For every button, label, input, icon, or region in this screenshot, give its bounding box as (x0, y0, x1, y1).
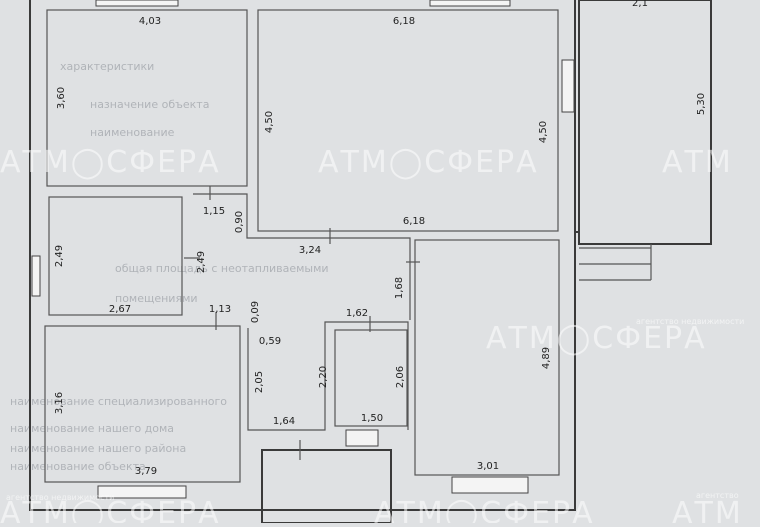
dim-mid-left-height-inner: 2,49 (196, 251, 207, 273)
watermark-bottom-left: АТМ◯СФЕРА (0, 496, 221, 523)
door-marks (184, 186, 420, 460)
rooms (44, 9, 652, 483)
dim-hall-height: 1,68 (394, 277, 405, 299)
watermarks: АТМ◯СФЕРА АТМ◯СФЕРА АТМ АТМ◯СФЕРА агентс… (0, 145, 744, 527)
room-bottom-right (414, 239, 560, 476)
dim-wc-width-top: 1,62 (346, 308, 368, 319)
dim-top-right-height-left: 4,50 (264, 111, 275, 133)
watermark-bottom-center: АТМ◯СФЕРА (374, 496, 595, 523)
watermark-bottom-caption: агентство недвижимости (6, 493, 114, 502)
dim-bath-width: 1,64 (273, 416, 295, 427)
dim-bottom-right-width: 3,01 (477, 461, 499, 472)
dim-bath-top: 0,09 (250, 301, 261, 323)
background-text: характеристики назначение объекта наимен… (10, 60, 329, 473)
dim-far-right-top: 2,1 (632, 0, 648, 9)
watermark-right: АТМ (662, 145, 733, 180)
dim-far-right-height: 5,30 (696, 93, 707, 115)
dim-top-right-width: 6,18 (393, 16, 415, 27)
window-wc (345, 429, 379, 447)
bg-text-4: общая площадь с неотапливаемыми (115, 262, 329, 275)
dim-bottom-left-width: 3,79 (135, 466, 157, 477)
watermark-bottom-right: АТМ (672, 496, 743, 523)
entrance-porch (261, 449, 392, 524)
room-top-right (257, 9, 559, 232)
bg-text-8: наименование нашего района (10, 442, 186, 455)
dim-passage-height: 0,90 (234, 211, 245, 233)
watermark-corner-caption: агентство (696, 491, 739, 500)
room-wc (334, 329, 408, 427)
bg-text-9: наименование объекта (10, 460, 146, 473)
dim-mid-left-height: 2,49 (54, 245, 65, 267)
bg-text-1: характеристики (60, 60, 154, 73)
dim-top-left-width: 4,03 (139, 16, 161, 27)
hall-outline (193, 193, 411, 320)
bg-text-2: назначение объекта (90, 98, 209, 111)
bath-outline (247, 321, 409, 431)
window-right (561, 59, 575, 113)
bg-text-5: помещениями (115, 292, 198, 305)
bg-text-7: наименование нашего дома (10, 422, 174, 435)
watermark-left: АТМ◯СФЕРА (0, 145, 221, 180)
dim-passage-width: 1,15 (203, 206, 225, 217)
dimension-labels: 4,03 3,60 6,18 4,50 4,50 6,18 5,30 2,1 2… (54, 0, 707, 477)
outer-wall-bottom (30, 231, 579, 511)
dim-hall-width: 3,24 (299, 245, 321, 256)
dim-bath-height-inner: 2,20 (318, 366, 329, 388)
dim-top-left-height: 3,60 (56, 87, 67, 109)
watermark-mid-right-caption: агентство недвижимости (636, 317, 744, 326)
watermark-center: АТМ◯СФЕРА (318, 145, 539, 180)
dim-mid-left-width: 2,67 (109, 304, 131, 315)
windows (31, 0, 575, 499)
dim-wc-height: 2,06 (395, 366, 406, 388)
dim-bath-offset: 0,59 (259, 336, 281, 347)
bg-text-6: наименование специализированного (10, 395, 227, 408)
dim-bottom-left-height: 3,16 (54, 392, 65, 414)
dim-bottom-left-top: 1,13 (209, 304, 231, 315)
dim-top-right-height-right: 4,50 (538, 121, 549, 143)
watermark-mid-right: АТМ◯СФЕРА (486, 321, 707, 356)
window-mid-left (31, 255, 41, 297)
room-mid-left (48, 196, 183, 316)
dim-wc-width: 1,50 (361, 413, 383, 424)
bg-text-3: наименование (90, 126, 175, 139)
window-top-center (429, 0, 511, 7)
room-bottom-left (44, 325, 241, 483)
window-bottom-right (451, 476, 529, 494)
dim-bath-height: 2,05 (254, 371, 265, 393)
window-top-left (95, 0, 179, 7)
dim-bottom-right-height: 4,89 (541, 347, 552, 369)
dim-top-right-width-bottom: 6,18 (403, 216, 425, 227)
room-top-left (46, 9, 248, 187)
window-bottom-left (97, 485, 187, 499)
far-right-block (578, 0, 712, 245)
